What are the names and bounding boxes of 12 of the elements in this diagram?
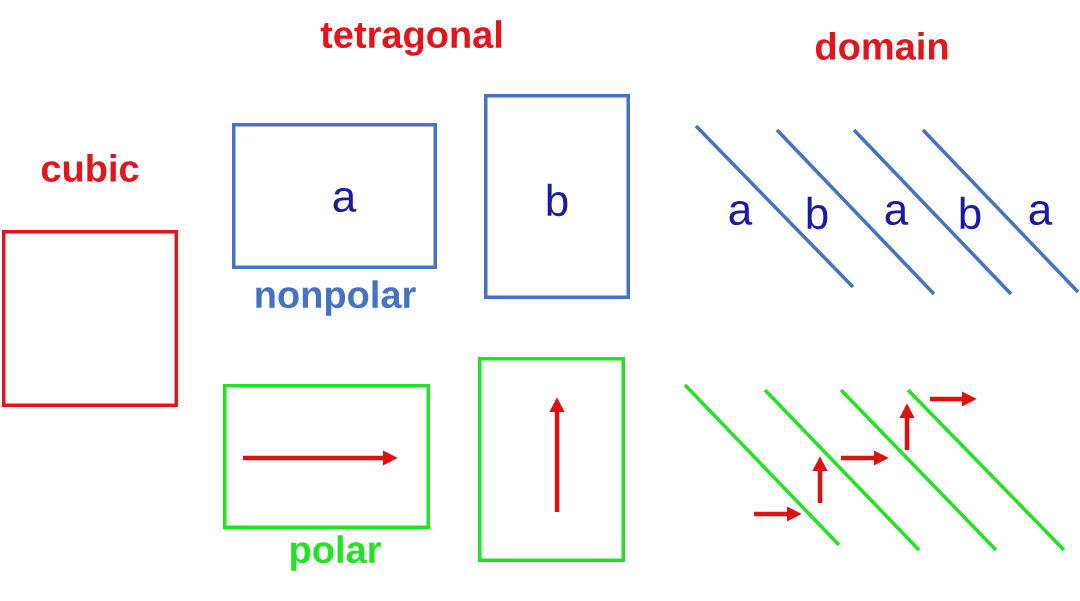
node-label: nonpolar — [256, 280, 416, 316]
domain-letter: b — [960, 196, 981, 230]
heading: cubic — [41, 154, 139, 182]
heading: tetragonal — [320, 20, 502, 56]
domain-letter: b — [807, 196, 828, 230]
heading: domain — [816, 32, 948, 60]
domain-letter: a — [729, 200, 753, 226]
node-label: polar — [291, 535, 381, 571]
rectangle-box: a — [232, 123, 437, 269]
domain-letter: a — [1029, 200, 1053, 226]
rectangle-box: b — [484, 94, 630, 299]
domain-letter: a — [885, 200, 909, 226]
